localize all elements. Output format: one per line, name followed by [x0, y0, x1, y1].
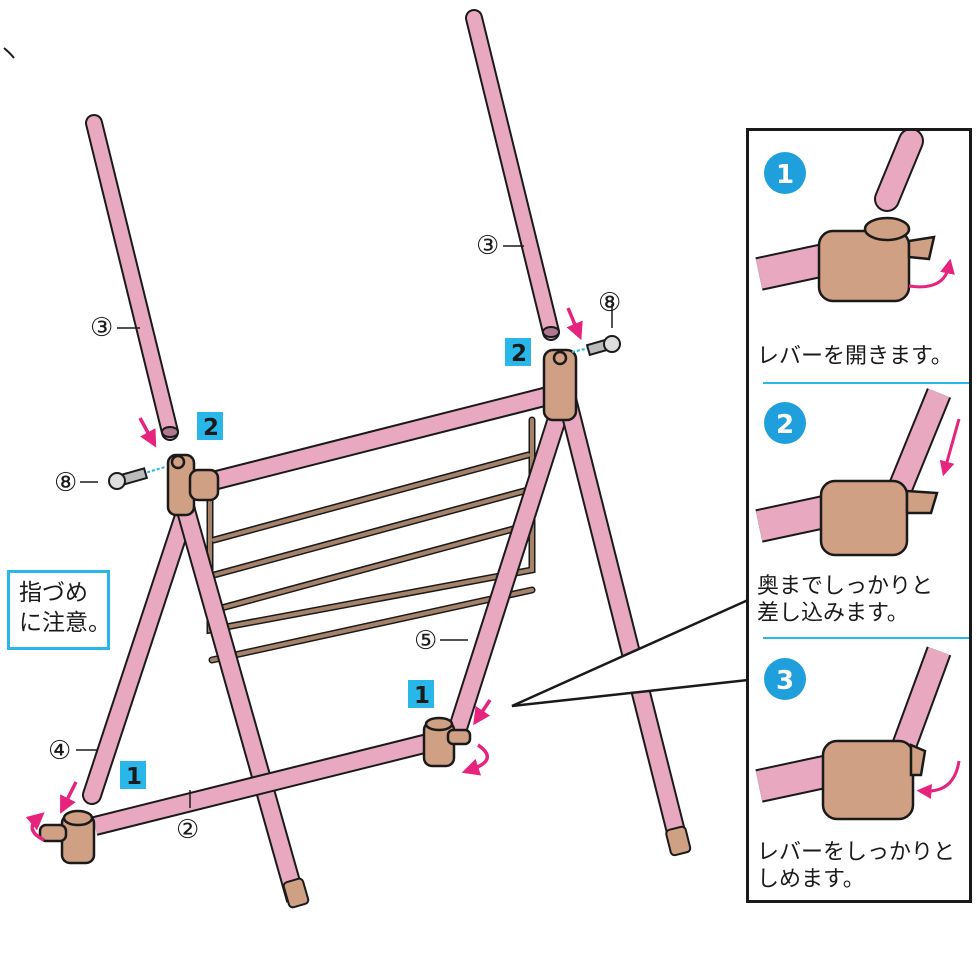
insert-arrow-left-bottom [60, 781, 78, 814]
detail-inset-panel: 1 レバーを開きます。 2 奥までしっかりと 差し込みます。 [746, 128, 972, 903]
step-1-caption: レバーを開きます。 [757, 344, 953, 369]
part-label-8-left: ⑧ [54, 468, 77, 498]
part-label-3-left: ③ [90, 313, 113, 343]
detail-illustrations: 1 レバーを開きます。 2 奥までしっかりと 差し込みます。 [755, 131, 969, 892]
leg-right-long [556, 392, 692, 857]
joint-bottom-left [38, 809, 96, 865]
step-2-number: 2 [776, 410, 794, 440]
pinch-caution-box: 指づめ に注意。 [7, 570, 111, 650]
step-box-1-left: 1 [120, 761, 146, 790]
part-label-8-right: ⑧ [598, 288, 621, 318]
stray-mark [3, 47, 15, 59]
leg-4-left [82, 500, 196, 805]
part-label-4: ④ [48, 736, 71, 766]
joint-top-left [166, 453, 220, 517]
step-box-2-right: 2 [505, 338, 531, 367]
pipe-3-left [85, 114, 179, 441]
leg-5-right [448, 390, 573, 738]
step-box-2-left: 2 [197, 412, 223, 441]
step-3-caption-line-2: しめます。 [757, 867, 865, 892]
insert-arrow-right-bottom [473, 699, 492, 726]
bottom-pipe-2 [92, 730, 443, 836]
rotate-arrow-right [461, 743, 489, 776]
part-label-5: ⑤ [414, 626, 437, 656]
step-3-caption-line-1: レバーをしっかりと [757, 840, 955, 865]
step-box-1-right: 1 [408, 680, 434, 709]
step-box-2-left-label: 2 [203, 415, 219, 441]
joint-bottom-right [422, 716, 472, 768]
part-label-3-right: ③ [476, 231, 499, 261]
top-rail-pipe [202, 386, 551, 493]
step-3-illustration [755, 646, 961, 821]
leg-left-long [173, 497, 310, 909]
caution-line-1: 指づめ [19, 580, 88, 606]
step-2-illustration [755, 388, 961, 557]
screw-left [108, 466, 166, 490]
step-2-circle [764, 402, 806, 444]
step-2-caption-line-1: 奥までしっかりと [757, 574, 933, 599]
insert-arrow-right-top [566, 307, 583, 341]
step-box-1-right-label: 1 [414, 683, 430, 709]
part-label-2: ② [176, 815, 199, 845]
step-1-number: 1 [776, 160, 794, 190]
step-2-caption-line-2: 差し込みます。 [757, 601, 909, 626]
step-1-illustration [755, 131, 955, 303]
step-1-circle [764, 152, 806, 194]
step-box-1-left-label: 1 [126, 764, 142, 790]
pipe-3-right [465, 9, 560, 341]
rotate-arrow-left [25, 812, 45, 842]
step-box-2-right-label: 2 [511, 341, 527, 367]
caution-line-2: に注意。 [19, 610, 111, 636]
step-3-circle [764, 658, 806, 700]
step-3-number: 3 [776, 666, 794, 696]
insert-arrow-left-top [138, 417, 157, 448]
screw-right [571, 335, 621, 357]
joint-top-right [542, 348, 578, 422]
